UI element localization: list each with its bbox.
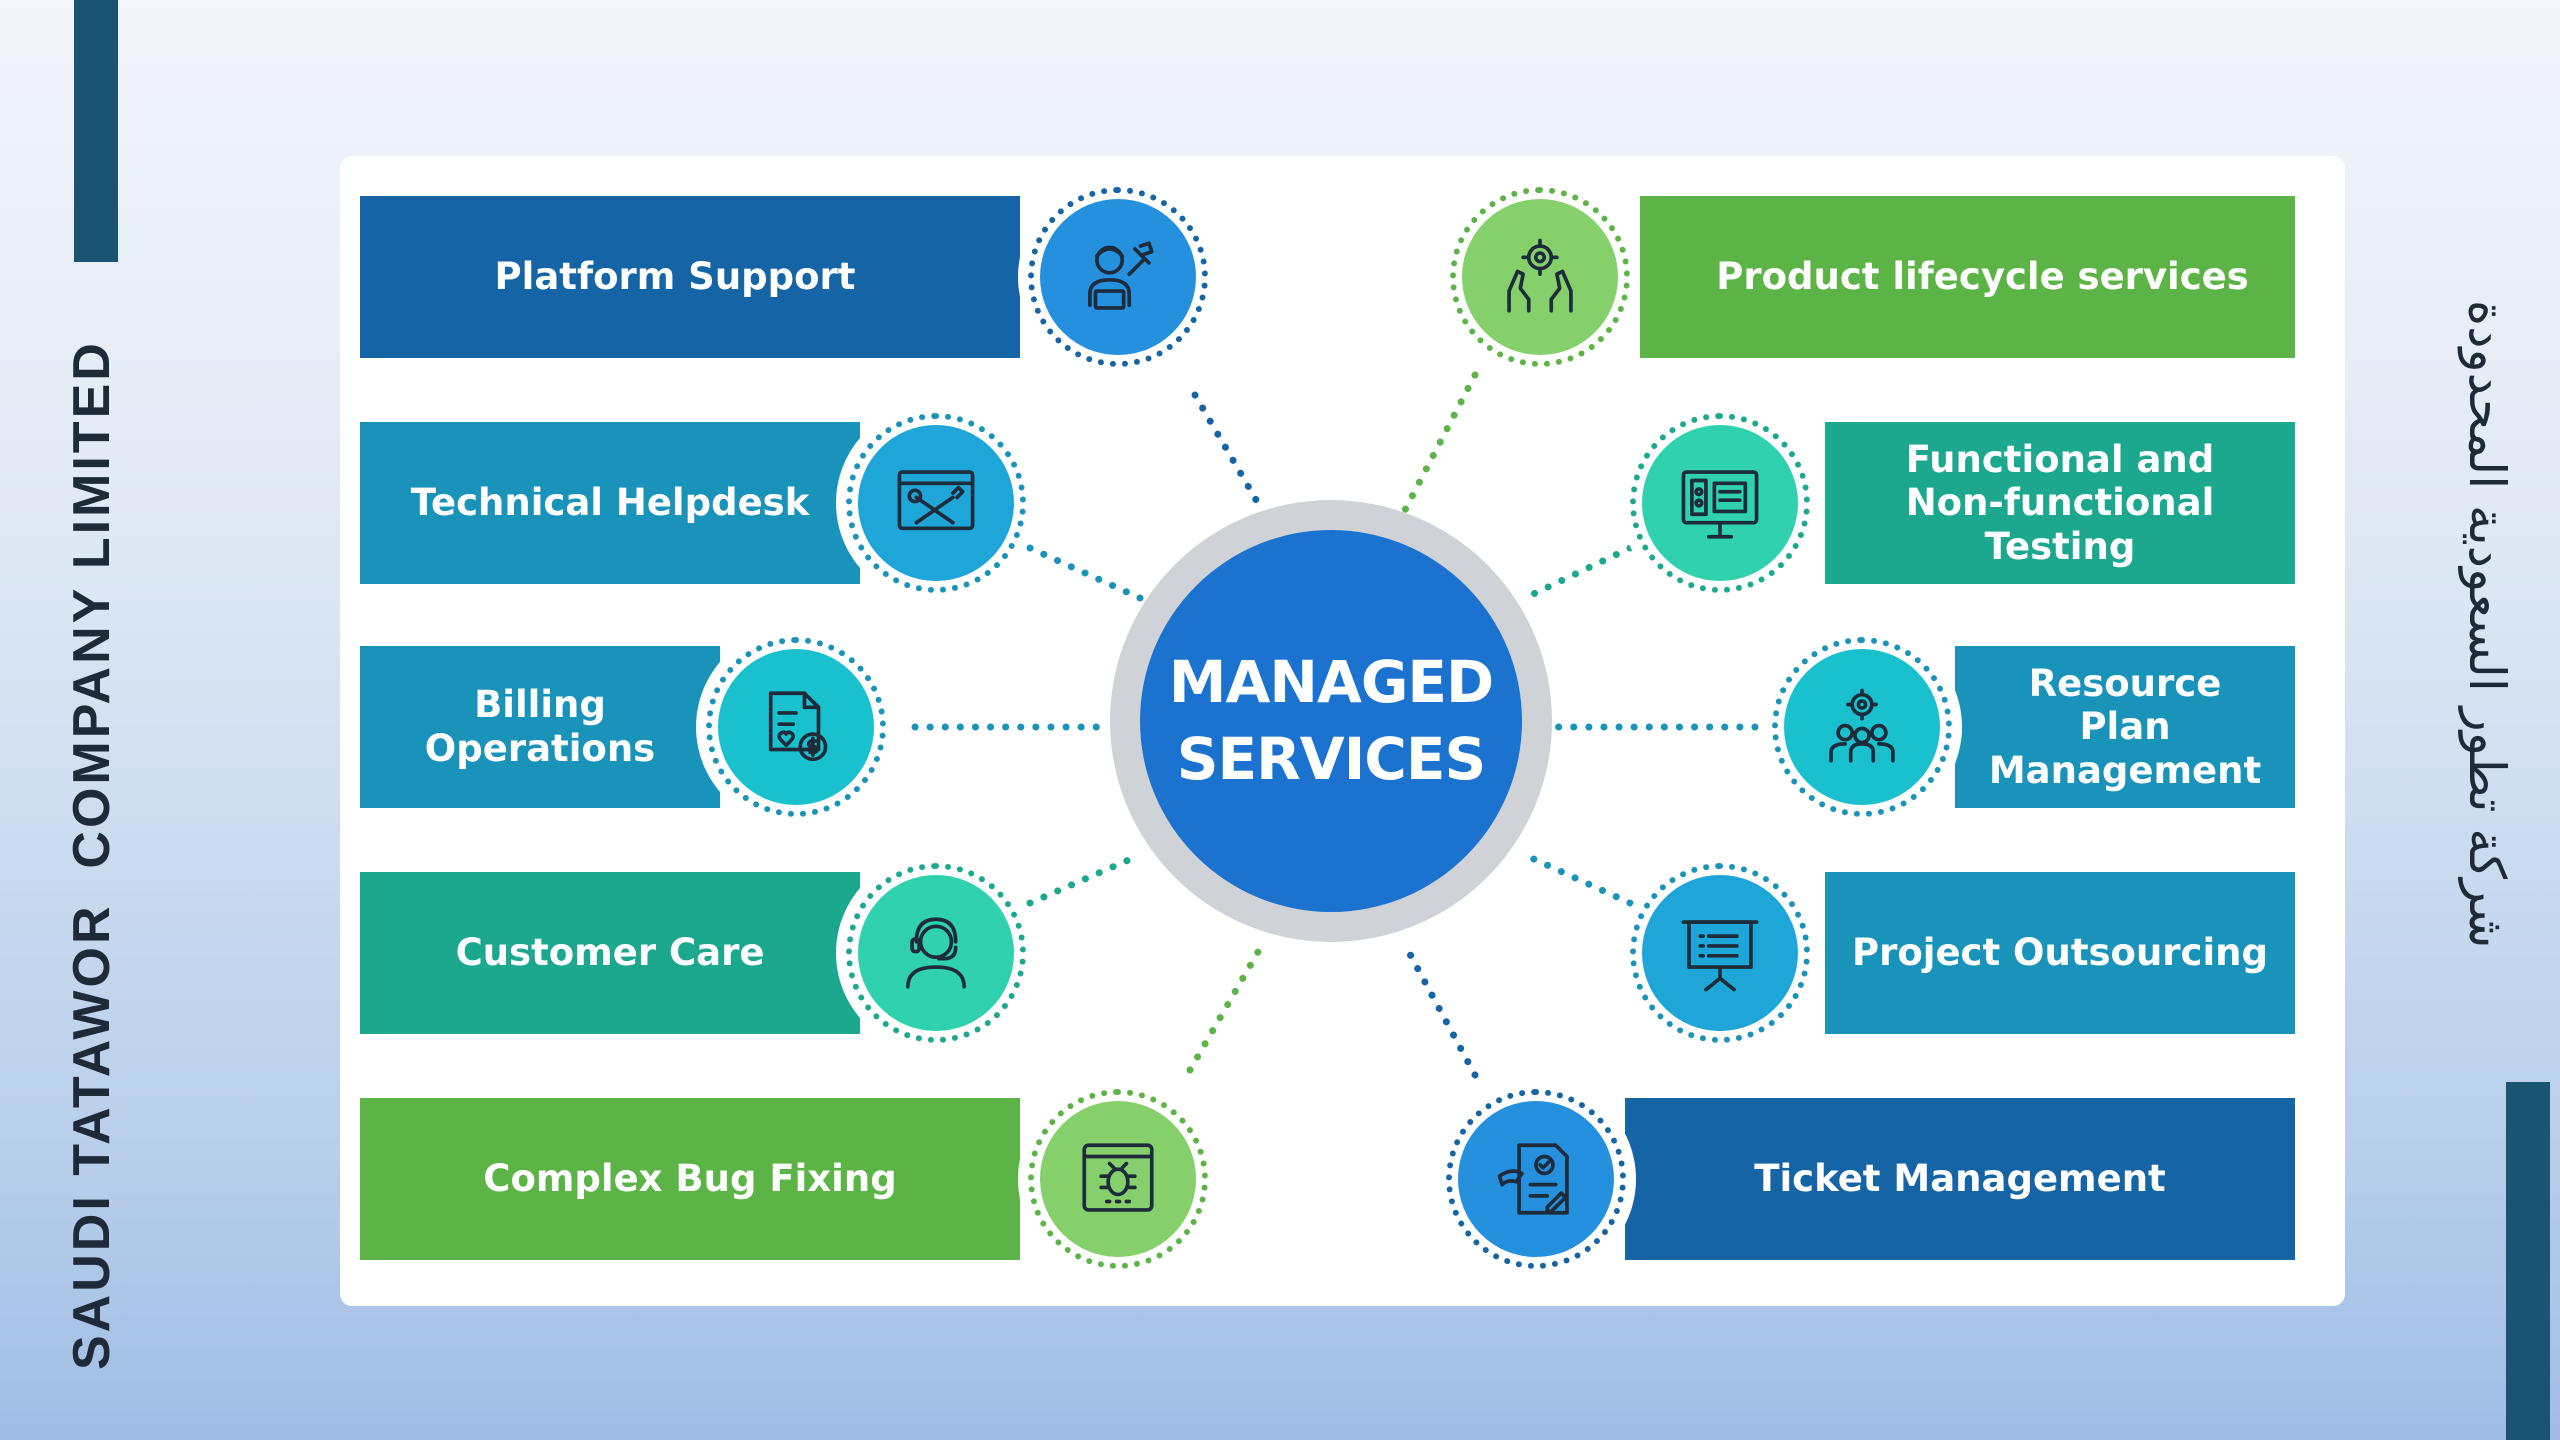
service-panel-project-outsourcing: Project Outsourcing [1825,872,2295,1034]
technical-helpdesk-icon-ring [836,403,1036,603]
testing-monitor-icon [1681,470,1759,539]
service-label-line-1: Billing [474,683,606,727]
ticket-management-icon-ring [1436,1079,1636,1279]
product-lifecycle-icon-ring [1440,177,1640,377]
service-panel-billing-operations: Billing Operations [360,646,720,808]
resource-plan-icon-ring [1762,627,1962,827]
tools-icon [897,470,975,531]
service-label-line-1: Resource [2028,661,2222,705]
headset-agent-icon [906,917,966,989]
service-label: Technical Helpdesk [410,481,810,525]
service-label: Project Outsourcing [1851,931,2268,975]
hub-title-line-2: SERVICES [1176,725,1486,793]
customer-care-icon-ring [836,853,1036,1053]
service-panel-product-lifecycle-services: Product lifecycle services [1640,196,2295,358]
project-outsourcing-icon-ring [1620,853,1820,1053]
presentation-board-icon [1681,920,1759,992]
service-label-line-2: Non-functional [1905,481,2215,525]
functional-testing-icon-ring [1620,403,1820,603]
billing-operations-icon-ring [696,627,896,827]
team-gear-icon [1829,688,1895,763]
platform-support-icon-ring [1018,177,1218,377]
billing-icon [768,691,828,762]
gear-hands-icon [1507,238,1573,313]
hub-core: MANAGED SERVICES [1140,530,1522,912]
service-label-line-2: Operations [424,727,656,770]
service-panel-platform-support: Platform Support [360,196,1020,358]
complex-bug-fixing-icon-ring [1018,1079,1218,1279]
service-label: Ticket Management [1754,1157,2166,1201]
left-accent-bar [74,0,118,262]
service-panel-functional-testing: Functional and Non-functional Testing [1825,422,2295,584]
hub-title-line-1: MANAGED [1168,648,1494,717]
service-label: Product lifecycle services [1716,255,2249,299]
service-label: Customer Care [455,931,765,975]
technician-icon [1088,241,1154,310]
service-label-line-1: Functional and [1905,437,2215,481]
service-label: Platform Support [494,255,856,299]
service-label-line-3: Management [1988,748,2262,792]
service-panel-resource-plan-management: Resource Plan Management [1955,646,2295,808]
bug-icon [1082,1143,1154,1212]
service-label-line-2: Plan [2079,705,2171,749]
service-label-line-3: Testing [1984,524,2136,568]
right-accent-bar [2506,1082,2550,1440]
service-label: Complex Bug Fixing [483,1157,897,1201]
service-panel-customer-care: Customer Care [360,872,860,1034]
service-panel-technical-helpdesk: Technical Helpdesk [360,422,860,584]
managed-services-hub: MANAGED SERVICES [1110,500,1552,942]
service-panel-ticket-management: Ticket Management [1625,1098,2295,1260]
ticket-document-icon [1497,1143,1569,1215]
service-panel-complex-bug-fixing: Complex Bug Fixing [360,1098,1020,1260]
